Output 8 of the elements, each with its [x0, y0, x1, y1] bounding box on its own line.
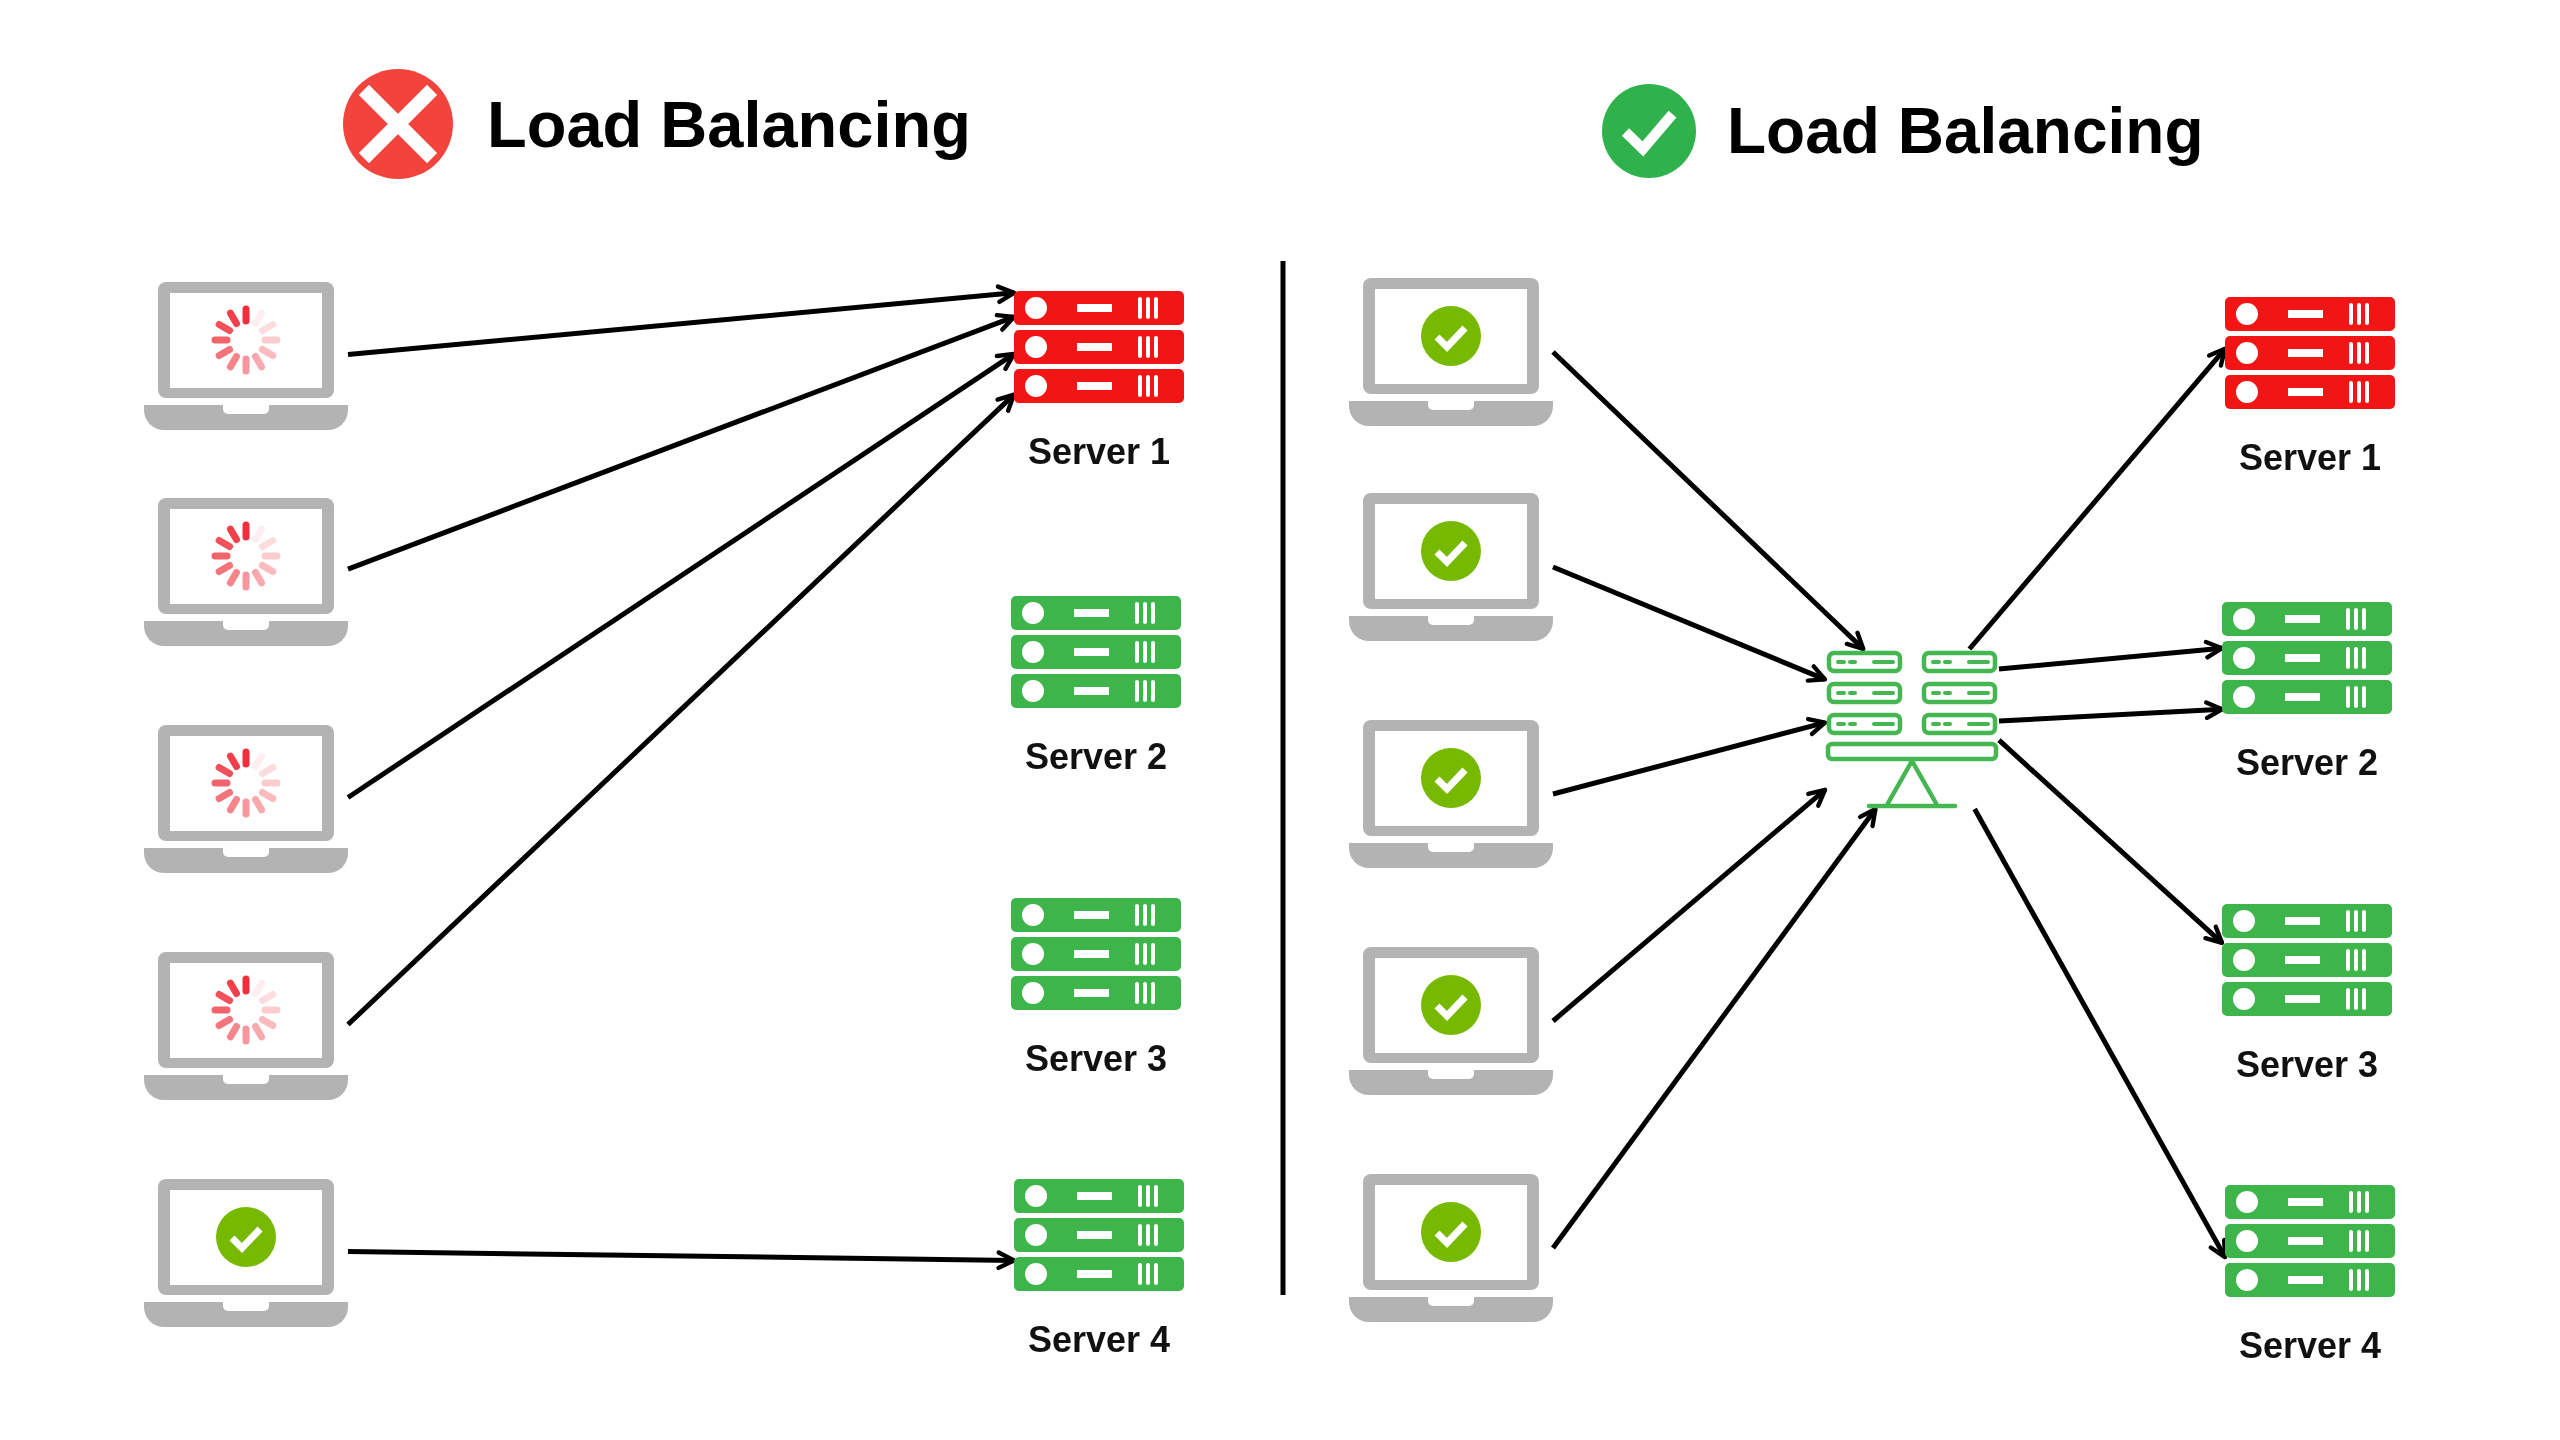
server-label: Server 1: [2238, 437, 2382, 479]
server-label: Server 3: [1024, 1038, 1168, 1080]
server-label: Server 2: [1024, 736, 1168, 778]
server-label: Server 4: [2238, 1325, 2382, 1367]
server-label: Server 2: [2235, 742, 2379, 784]
server-label: Server 3: [2235, 1044, 2379, 1086]
server-label: Server 1: [1027, 431, 1171, 473]
server-label: Server 4: [1027, 1319, 1171, 1361]
